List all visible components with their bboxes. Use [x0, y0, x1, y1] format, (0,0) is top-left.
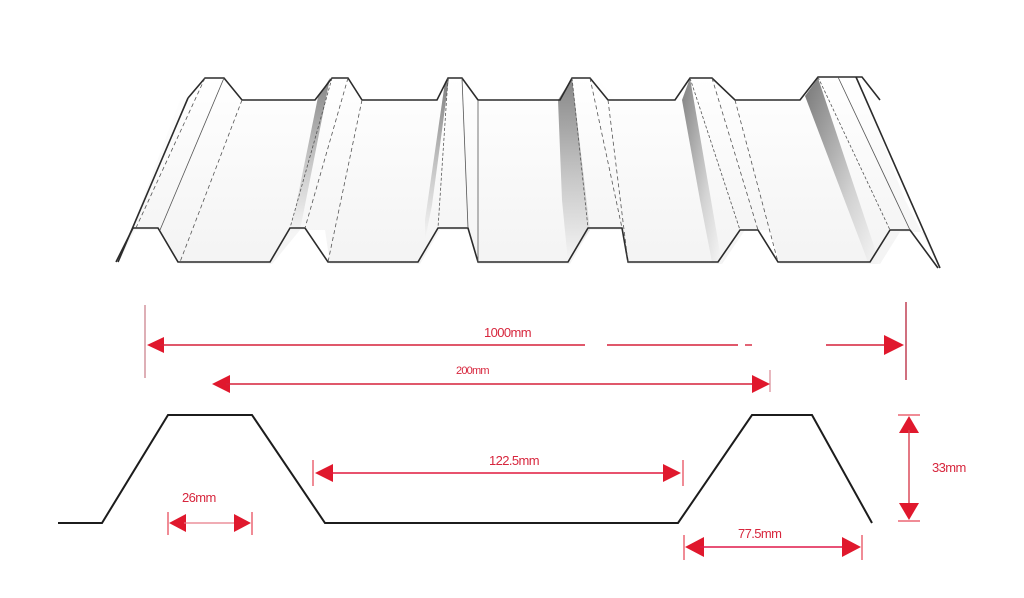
arrow-left-icon [315, 464, 333, 482]
arrow-left-icon [147, 337, 164, 353]
arrow-right-icon [842, 537, 861, 557]
arrow-down-icon [899, 503, 919, 520]
arrow-up-icon [899, 416, 919, 433]
arrow-left-icon [169, 514, 186, 532]
left-edge [117, 97, 189, 263]
label-rib-base: 77.5mm [738, 526, 781, 541]
rib-shade-5 [682, 78, 722, 264]
back-edge-outline [187, 76, 881, 101]
arrow-right-icon [234, 514, 251, 532]
dimension-rib-top: 26mm [167, 490, 253, 535]
arrow-right-icon [663, 464, 681, 482]
label-pan-width: 122.5mm [489, 453, 539, 468]
dimension-rib-pitch: 200mm [212, 365, 770, 393]
section-view: 26mm 122.5mm 77.5mm 33mm [58, 414, 966, 560]
sheet-surface [120, 77, 940, 268]
rib-shade-4 [558, 78, 590, 262]
dimension-rib-height: 33mm [898, 414, 966, 522]
label-cover-width: 1000mm [484, 325, 531, 340]
rib-shade-6 [805, 78, 880, 264]
rib-shade-3 [425, 78, 449, 240]
right-edge [855, 76, 941, 269]
label-rib-height: 33mm [932, 460, 966, 475]
arrow-left-icon [212, 375, 230, 393]
dimension-pan-width: 122.5mm [312, 453, 684, 486]
section-profile-outline [58, 414, 873, 524]
label-rib-top: 26mm [182, 490, 216, 505]
perspective-view [115, 76, 941, 269]
rib-fold-lines [134, 76, 911, 263]
label-rib-pitch: 200mm [456, 365, 489, 377]
overall-dimensions: 1000mm 200mm [144, 302, 907, 393]
arrow-right-icon [884, 335, 904, 355]
arrow-left-icon [685, 537, 704, 557]
dimension-cover-width: 1000mm [147, 325, 904, 355]
dimension-rib-base: 77.5mm [683, 526, 863, 560]
arrow-right-icon [752, 375, 770, 393]
front-edge-outline [115, 227, 939, 269]
